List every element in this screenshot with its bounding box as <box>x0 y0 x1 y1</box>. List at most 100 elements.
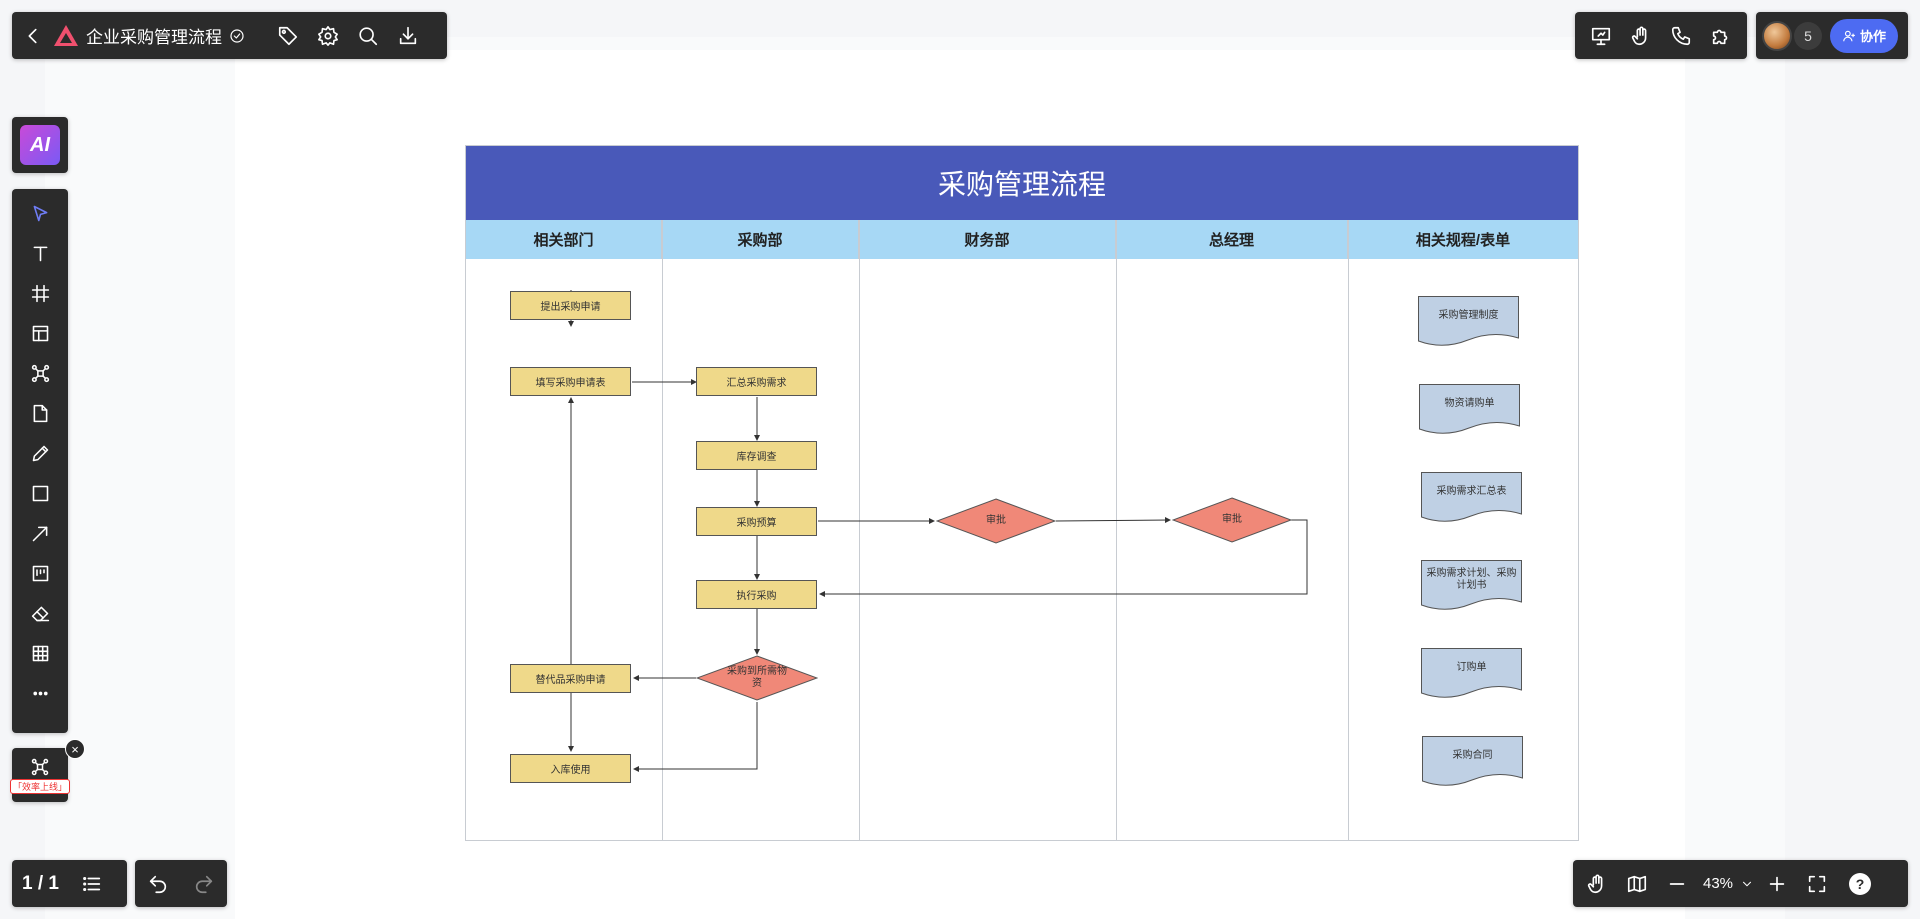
pen-tool[interactable] <box>12 433 68 473</box>
hand-wave-icon <box>1631 26 1647 45</box>
redo-icon <box>195 875 213 893</box>
recent-tool-panel[interactable]: × 「效率上线」 <box>10 739 85 802</box>
ai-assistant-button[interactable]: AI <box>20 125 60 165</box>
app-logo-icon <box>54 24 78 46</box>
decision-gm-approval[interactable]: 审批 <box>1172 497 1292 543</box>
more-tools-button[interactable] <box>12 673 68 713</box>
zoom-out-button[interactable] <box>1657 864 1697 904</box>
process-inventory[interactable]: 库存调查 <box>696 441 817 470</box>
present-button[interactable] <box>1581 16 1621 56</box>
fit-screen-button[interactable] <box>1797 864 1837 904</box>
doc-label: 采购合同 <box>1452 750 1493 761</box>
doc-purchase-policy[interactable]: 采购管理制度 <box>1418 296 1519 346</box>
zoom-controls: 43% ? <box>1573 860 1908 907</box>
close-icon[interactable]: × <box>65 739 85 759</box>
doc-purchase-order[interactable]: 订购单 <box>1421 648 1522 698</box>
connector-lines <box>568 290 1308 772</box>
decision-label: 审批 <box>1222 514 1242 525</box>
presentation-icon <box>1591 27 1611 45</box>
table-icon <box>32 645 48 661</box>
page-indicator[interactable]: 1 / 1 <box>22 872 59 894</box>
process-submit-request[interactable]: 提出采购申请 <box>510 291 631 320</box>
chevron-left-icon <box>28 28 37 43</box>
process-warehouse[interactable]: 入库使用 <box>510 754 631 783</box>
redo-button[interactable] <box>184 864 224 904</box>
kanban-tool[interactable] <box>12 553 68 593</box>
sticky-note-tool[interactable] <box>12 393 68 433</box>
settings-button[interactable] <box>308 16 348 56</box>
plugins-button[interactable] <box>1701 16 1741 56</box>
doc-purchase-contract[interactable]: 采购合同 <box>1422 736 1523 786</box>
cursor-arrow-icon <box>33 205 47 221</box>
decision-label: 采购到所需物资 <box>727 666 787 689</box>
lane-header-purchasing[interactable]: 采购部 <box>662 220 859 259</box>
process-execute[interactable]: 执行采购 <box>696 580 817 609</box>
text-tool[interactable] <box>12 233 68 273</box>
mindmap-icon <box>31 758 49 775</box>
undo-button[interactable] <box>138 864 178 904</box>
document-title[interactable]: 企业采购管理流程 <box>86 28 222 47</box>
minimap-button[interactable] <box>1617 864 1657 904</box>
shape-tool[interactable] <box>12 473 68 513</box>
process-summarize[interactable]: 汇总采购需求 <box>696 367 817 396</box>
gear-icon <box>318 25 338 46</box>
diagram-title[interactable]: 采购管理流程 <box>466 146 1578 220</box>
search-icon <box>359 26 378 45</box>
more-horizontal-icon <box>32 691 48 695</box>
collaboration-bar: 5 协作 <box>1756 12 1908 59</box>
back-button[interactable] <box>18 16 48 56</box>
zoom-in-button[interactable] <box>1757 864 1797 904</box>
flowchart-diagram[interactable]: 采购管理流程 相关部门 采购部 财务部 总经理 相关规程/表单 <box>465 145 1579 841</box>
lane-divider <box>1348 220 1349 840</box>
tag-button[interactable] <box>268 16 308 56</box>
zoom-level[interactable]: 43% <box>1703 875 1734 892</box>
doc-label: 物资请购单 <box>1444 398 1495 409</box>
frame-tool[interactable] <box>12 273 68 313</box>
doc-requisition[interactable]: 物资请购单 <box>1419 384 1520 434</box>
table-tool[interactable] <box>12 633 68 673</box>
lane-header-forms[interactable]: 相关规程/表单 <box>1348 220 1578 259</box>
left-toolbar <box>12 189 68 733</box>
layout-icon <box>32 325 48 341</box>
zoom-dropdown[interactable] <box>1737 864 1757 904</box>
help-button[interactable]: ? <box>1849 872 1872 895</box>
promo-tag: 「效率上线」 <box>10 778 71 794</box>
note-icon <box>33 404 47 422</box>
collaborate-button[interactable]: 协作 <box>1830 18 1899 53</box>
decision-finance-approval[interactable]: 审批 <box>936 498 1056 544</box>
doc-label: 采购管理制度 <box>1438 310 1499 321</box>
page-list-button[interactable] <box>77 864 107 904</box>
process-substitute[interactable]: 替代品采购申请 <box>510 664 631 693</box>
puzzle-icon <box>1712 29 1728 44</box>
collaborate-label: 协作 <box>1860 29 1887 44</box>
mindmap-tool[interactable] <box>12 353 68 393</box>
download-button[interactable] <box>388 16 428 56</box>
search-button[interactable] <box>348 16 388 56</box>
saved-status[interactable] <box>222 16 252 56</box>
text-icon <box>33 246 47 261</box>
process-fill-form[interactable]: 填写采购申请表 <box>510 367 631 396</box>
pan-tool-button[interactable] <box>1577 864 1617 904</box>
user-avatar[interactable] <box>1762 20 1792 51</box>
lane-header-related-dept[interactable]: 相关部门 <box>466 220 662 259</box>
decision-goods-obtained[interactable]: 采购到所需物资 <box>696 655 818 701</box>
top-left-toolbar: 企业采购管理流程 <box>12 12 447 59</box>
lane-header-finance[interactable]: 财务部 <box>859 220 1116 259</box>
wave-button[interactable] <box>1621 16 1661 56</box>
doc-demand-summary[interactable]: 采购需求汇总表 <box>1421 472 1522 522</box>
template-tool[interactable] <box>12 313 68 353</box>
connector-tool[interactable] <box>12 513 68 553</box>
process-budget[interactable]: 采购预算 <box>696 507 817 536</box>
list-icon <box>83 876 101 891</box>
eraser-tool[interactable] <box>12 593 68 633</box>
check-circle-icon <box>230 28 244 43</box>
minus-icon <box>1669 882 1685 885</box>
lane-divider <box>859 220 860 840</box>
user-plus-icon <box>1843 30 1855 41</box>
doc-purchase-plan[interactable]: 采购需求计划、采购计划书 <box>1421 560 1522 610</box>
lane-header-general-manager[interactable]: 总经理 <box>1116 220 1348 259</box>
select-tool[interactable] <box>12 193 68 233</box>
collaborator-count[interactable]: 5 <box>1794 21 1822 50</box>
doc-label: 订购单 <box>1456 662 1487 673</box>
call-button[interactable] <box>1661 16 1701 56</box>
